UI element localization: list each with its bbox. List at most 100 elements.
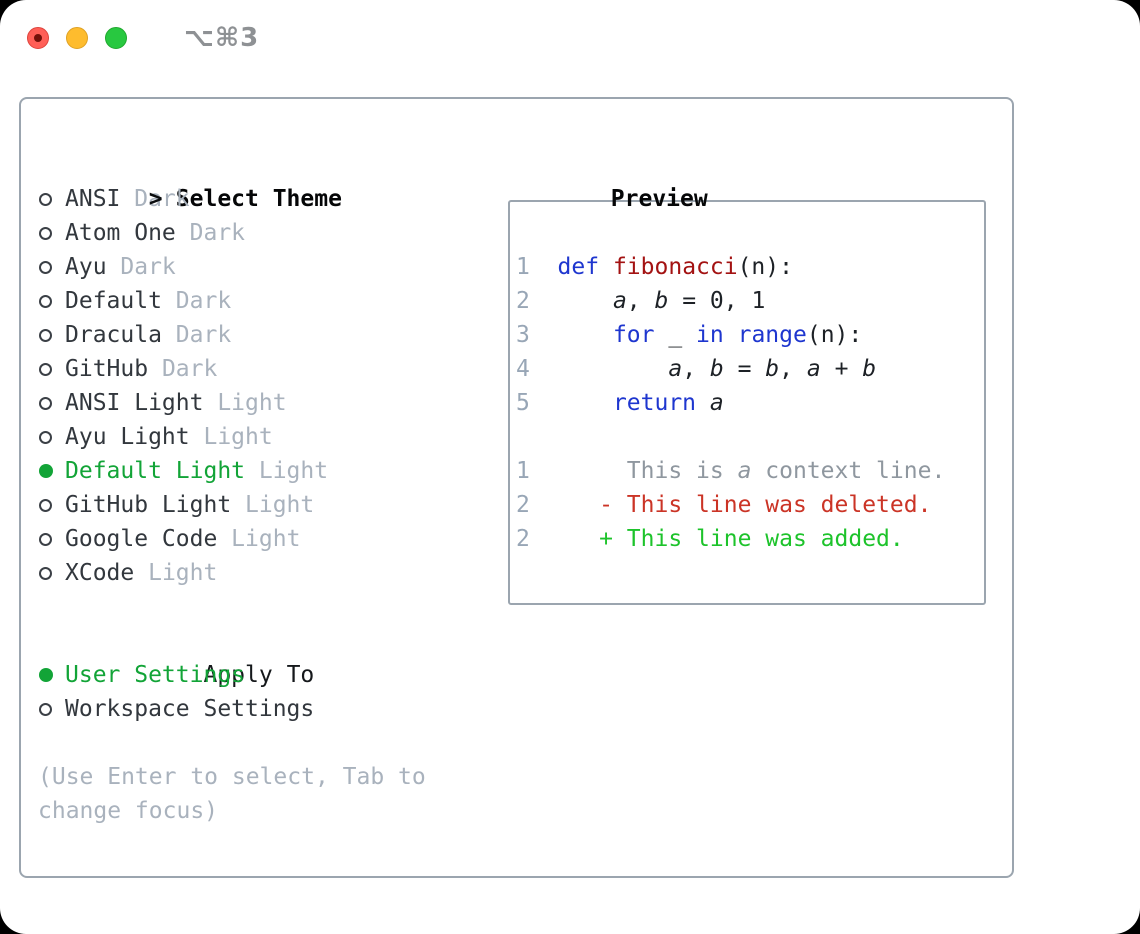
minimize-button[interactable]	[66, 27, 88, 49]
theme-option-google-code-light[interactable]: Google Code Light	[38, 522, 500, 556]
preview-column: Preview 1 def fibonacci(n): 2 a, b = 0, 1…	[500, 148, 1012, 876]
radio-icon	[39, 533, 52, 546]
apply-option-label: User Settings	[65, 662, 246, 688]
theme-name: Atom One	[65, 220, 176, 246]
theme-name: ANSI	[65, 186, 121, 212]
theme-option-xcode-light[interactable]: XCode Light	[38, 556, 500, 590]
radio-marker	[38, 318, 65, 352]
theme-option-dracula-dark[interactable]: Dracula Dark	[38, 318, 500, 352]
apply-to-header: Apply To	[38, 624, 500, 688]
theme-variant: Dark	[106, 254, 176, 280]
theme-variant: Light	[203, 390, 287, 416]
apply-to-indent	[176, 658, 203, 692]
apply-option-workspace-settings[interactable]: Workspace Settings	[38, 692, 500, 726]
unsaved-changes-dot-icon	[34, 34, 42, 42]
theme-option-github-dark[interactable]: GitHub Dark	[38, 352, 500, 386]
help-line-1: (Use Enter to select, Tab to	[38, 764, 426, 790]
radio-marker	[38, 386, 65, 420]
code-line-1: 1 def fibonacci(n):	[516, 254, 793, 280]
preview-box: 1 def fibonacci(n): 2 a, b = 0, 1 3 for _ …	[508, 200, 986, 605]
select-theme-header: > Select Theme	[38, 148, 500, 212]
radio-marker	[38, 216, 65, 250]
apply-to-title: Apply To	[203, 662, 315, 688]
code-line-4: 4 a, b = b, a + b	[516, 356, 877, 382]
traffic-lights	[27, 27, 144, 49]
radio-icon	[39, 567, 52, 580]
radio-marker	[38, 658, 65, 692]
help-line-2: change focus)	[38, 798, 219, 824]
code-line-3: 3 for _ in range(n):	[516, 322, 863, 348]
radio-icon	[39, 703, 52, 716]
radio-marker	[38, 522, 65, 556]
zoom-button[interactable]	[105, 27, 127, 49]
radio-icon	[39, 227, 52, 240]
window-title: ⌥⌘3	[184, 23, 260, 53]
theme-variant: Dark	[148, 356, 218, 382]
theme-name: Ayu	[65, 254, 107, 280]
radio-marker	[38, 420, 65, 454]
theme-name: Ayu Light	[65, 424, 190, 450]
radio-selected-icon	[39, 464, 53, 478]
code-block: 1 def fibonacci(n): 2 a, b = 0, 1 3 for _ …	[516, 250, 984, 420]
diff-line-1: 1 This is a context line.	[516, 458, 946, 484]
theme-name: XCode	[65, 560, 135, 586]
radio-marker	[38, 556, 65, 590]
theme-variant: Light	[134, 560, 218, 586]
close-button[interactable]	[27, 27, 49, 49]
theme-name: GitHub Light	[65, 492, 232, 518]
preview-header: Preview	[500, 148, 1012, 212]
radio-selected-icon	[39, 668, 53, 682]
titlebar: ⌥⌘3	[0, 0, 1140, 97]
theme-option-ansi-light-light[interactable]: ANSI Light Light	[38, 386, 500, 420]
theme-variant: Light	[217, 526, 301, 552]
theme-variant: Dark	[161, 322, 232, 348]
radio-icon	[39, 431, 52, 444]
theme-option-ayu-light-light[interactable]: Ayu Light Light	[38, 420, 500, 454]
radio-icon	[39, 499, 52, 512]
theme-name: Google Code	[65, 526, 218, 552]
radio-marker	[38, 352, 65, 386]
radio-icon	[39, 363, 52, 376]
theme-option-atom-one-dark[interactable]: Atom One Dark	[38, 216, 500, 250]
blank-line	[516, 420, 984, 454]
select-theme-title: Select Theme	[175, 186, 342, 212]
apply-option-label: Workspace Settings	[65, 696, 315, 722]
diff-line-3: 2 + This line was added.	[516, 526, 904, 552]
theme-option-github-light-light[interactable]: GitHub Light Light	[38, 488, 500, 522]
help-text: (Use Enter to select, Tab to change focu…	[38, 760, 500, 828]
diff-block: 1 This is a context line. 2 - This line w…	[516, 454, 984, 556]
theme-name: ANSI Light	[65, 390, 204, 416]
theme-option-default-dark[interactable]: Default Dark	[38, 284, 500, 318]
preview-title: Preview	[610, 186, 708, 212]
theme-option-ansi-dark[interactable]: ANSI Dark	[38, 182, 500, 216]
theme-option-ayu-dark[interactable]: Ayu Dark	[38, 250, 500, 284]
theme-name: Dracula	[65, 322, 162, 348]
theme-option-default-light-light[interactable]: Default Light Light	[38, 454, 500, 488]
theme-variant: Dark	[175, 220, 246, 246]
radio-marker	[38, 284, 65, 318]
pointer-icon: >	[148, 186, 163, 212]
code-line-2: 2 a, b = 0, 1	[516, 288, 766, 314]
diff-line-2: 2 - This line was deleted.	[516, 492, 932, 518]
theme-variant: Light	[189, 424, 273, 450]
theme-variant: Dark	[120, 186, 190, 212]
radio-marker	[38, 692, 65, 726]
radio-icon	[39, 295, 52, 308]
radio-icon	[39, 193, 52, 206]
apply-option-user-settings[interactable]: User Settings	[38, 658, 500, 692]
theme-name: GitHub	[65, 356, 149, 382]
radio-icon	[39, 261, 52, 274]
radio-marker	[38, 250, 65, 284]
radio-marker	[38, 454, 65, 488]
code-line-5: 5 return a	[516, 390, 724, 416]
theme-name: Default Light	[65, 458, 246, 484]
radio-icon	[39, 329, 52, 342]
theme-variant: Light	[231, 492, 315, 518]
radio-marker	[38, 182, 65, 216]
